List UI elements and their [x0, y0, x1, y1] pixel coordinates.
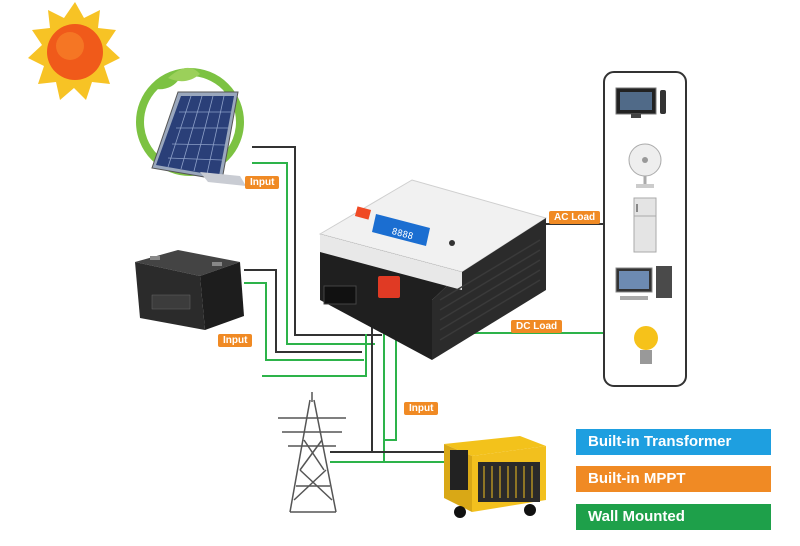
wiring: [244, 146, 604, 463]
grid-input-label: Input: [404, 402, 439, 415]
solar-panel-icon: [136, 67, 246, 186]
feature-built-in-transformer: Built-in Transformer: [576, 429, 771, 455]
dc-load-label: DC Load: [511, 320, 563, 333]
inverter-icon: 8888: [318, 179, 548, 360]
solar-input-label: Input: [245, 176, 280, 189]
transmission-tower-icon: [278, 392, 346, 513]
feature-wall-mounted: Wall Mounted: [576, 504, 771, 530]
ac-load-label: AC Load: [549, 211, 601, 224]
battery-input-label: Input: [218, 334, 253, 347]
fan-icon: [628, 143, 662, 188]
tv-icon: [615, 87, 666, 118]
generator-icon: [444, 436, 546, 518]
refrigerator-icon: [633, 197, 657, 253]
sun-icon: [28, 2, 120, 100]
computer-icon: [615, 266, 672, 300]
light-bulb-icon: [634, 326, 658, 364]
feature-built-in-mppt: Built-in MPPT: [576, 466, 771, 492]
battery-icon: [135, 250, 244, 330]
